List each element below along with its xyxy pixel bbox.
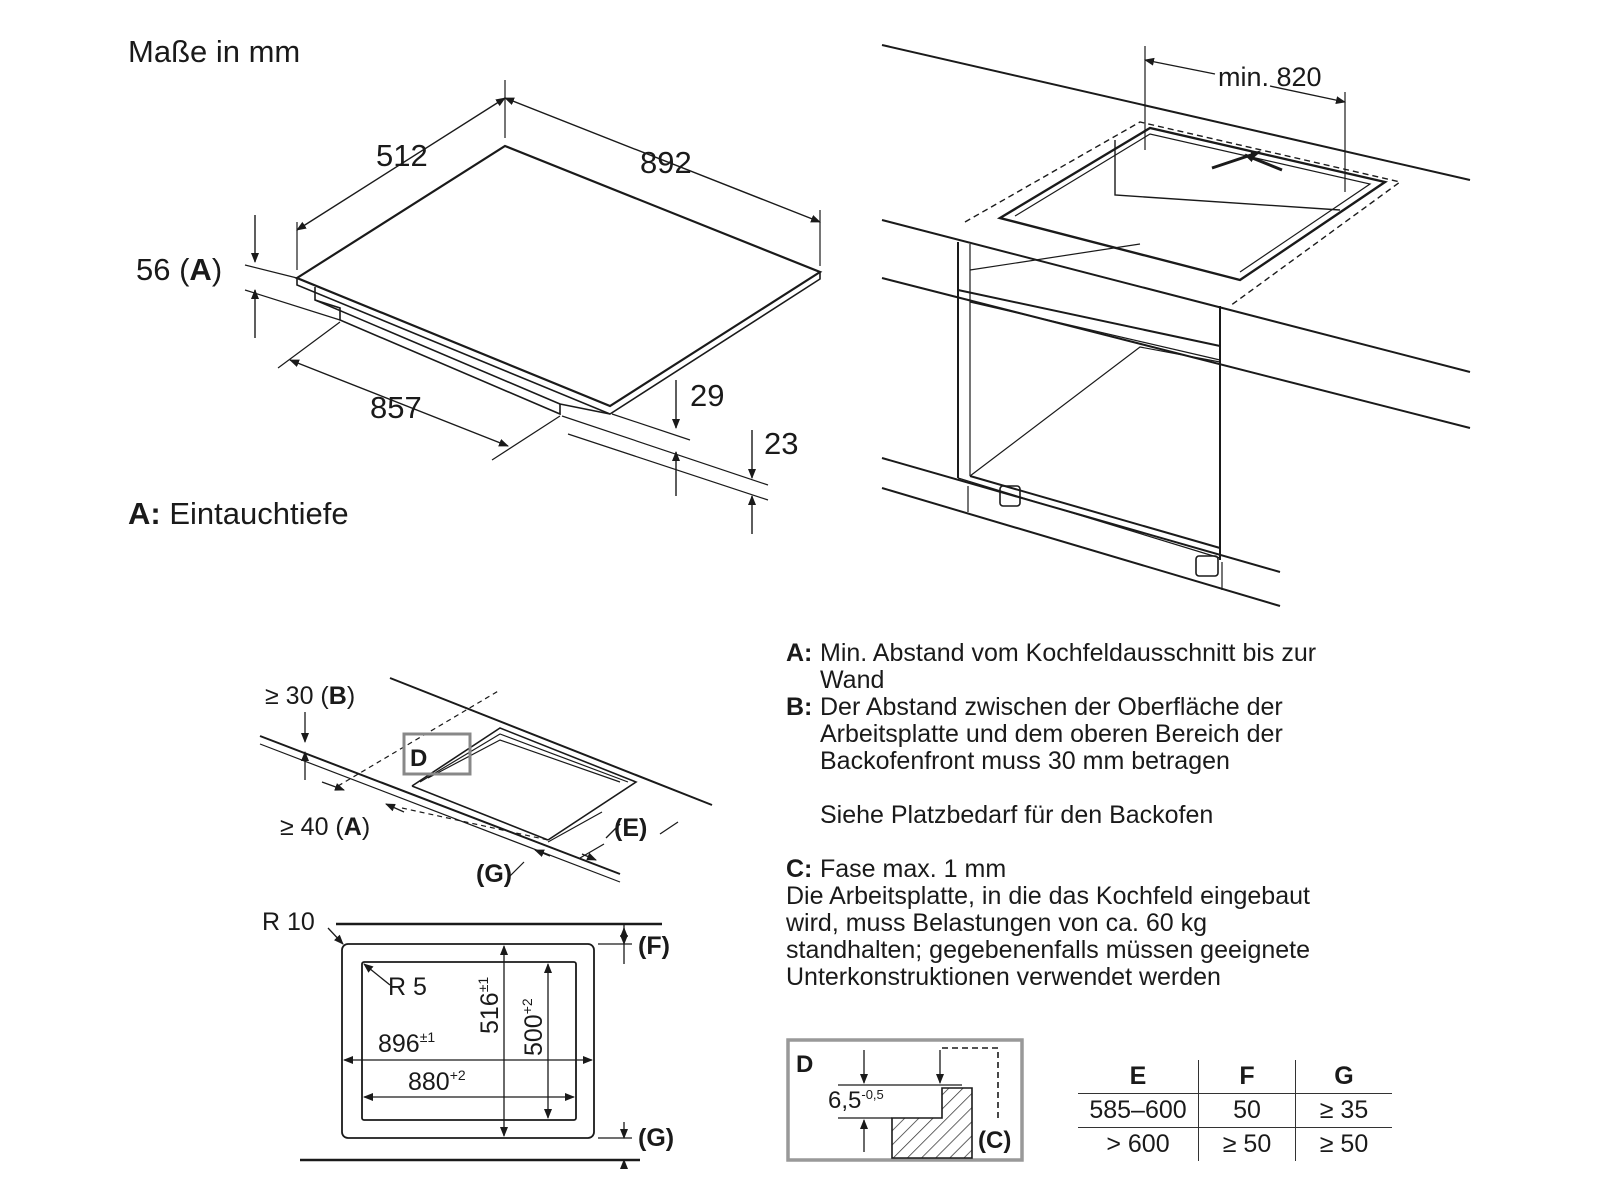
a-clearance-label: ≥ 40 (A)	[280, 813, 370, 841]
dim-892-label: 892	[640, 145, 692, 180]
detail-d-dim: 6,5-0,5	[828, 1087, 884, 1114]
table-row: 585–600 50 ≥ 35	[1078, 1093, 1392, 1128]
table-row: > 600 ≥ 50 ≥ 50	[1078, 1127, 1392, 1161]
e-ref-label: (E)	[614, 814, 647, 842]
dim-500-label: 500+2	[519, 998, 548, 1056]
table-header-g: G	[1295, 1060, 1392, 1094]
note-a: A: Min. Abstand vom Kochfeldausschnitt b…	[786, 639, 1317, 694]
note-load: Die Arbeitsplatte, in die das Kochfeld e…	[786, 882, 1311, 991]
dim-896-label: 896±1	[378, 1029, 435, 1058]
d-marker-label: D	[410, 745, 427, 772]
dim-23-label: 23	[764, 426, 798, 461]
g-ref-label-persp: (G)	[476, 860, 512, 888]
table-cell: > 600	[1078, 1127, 1199, 1161]
dim-512-label: 512	[376, 138, 428, 173]
table-cell: ≥ 35	[1295, 1093, 1392, 1128]
table-cell: 50	[1198, 1093, 1296, 1128]
notes-block: A: Min. Abstand vom Kochfeldausschnitt b…	[786, 640, 1406, 991]
dim-857-label: 857	[370, 390, 422, 425]
min-820-label: min. 820	[1218, 62, 1322, 92]
dim-56-label: 56 (A)	[136, 252, 222, 287]
table-cell: 585–600	[1078, 1093, 1199, 1128]
note-b: B: Der Abstand zwischen der Oberfläche d…	[786, 693, 1283, 775]
b-clearance-label: ≥ 30 (B)	[265, 682, 355, 710]
table-header-f: F	[1198, 1060, 1296, 1094]
table-cell: ≥ 50	[1198, 1127, 1296, 1161]
f-ref-label: (F)	[638, 932, 670, 960]
note-c: C: Fase max. 1 mm	[786, 855, 1007, 883]
detail-d-drawing	[786, 1038, 1024, 1162]
cutout-plan-drawing	[300, 922, 662, 1169]
table-header-e: E	[1078, 1060, 1199, 1094]
r5-label: R 5	[388, 973, 427, 1001]
worktop-oven-drawing	[881, 44, 1471, 607]
dim-880-label: 880+2	[408, 1067, 466, 1096]
clearance-table: E F G 585–600 50 ≥ 35 > 600 ≥ 50 ≥ 50	[1078, 1060, 1392, 1161]
dim-516-label: 516±1	[475, 977, 504, 1034]
dim-29-label: 29	[690, 378, 724, 413]
units-title: Maße in mm	[128, 34, 300, 69]
note-oven-space: Siehe Platzbedarf für den Backofen	[820, 801, 1214, 829]
detail-d-marker	[402, 732, 472, 776]
table-header-row: E F G	[1078, 1060, 1392, 1094]
r10-label: R 10	[262, 908, 315, 936]
cutout-perspective-drawing	[259, 677, 713, 883]
hob-dimension-drawing	[244, 80, 823, 534]
g-ref-label-plan: (G)	[638, 1124, 674, 1152]
detail-d-label: D	[796, 1051, 813, 1078]
c-ref-label: (C)	[978, 1127, 1011, 1154]
table-cell: ≥ 50	[1319, 1130, 1369, 1158]
legend-a: A: Eintauchtiefe	[128, 496, 349, 531]
